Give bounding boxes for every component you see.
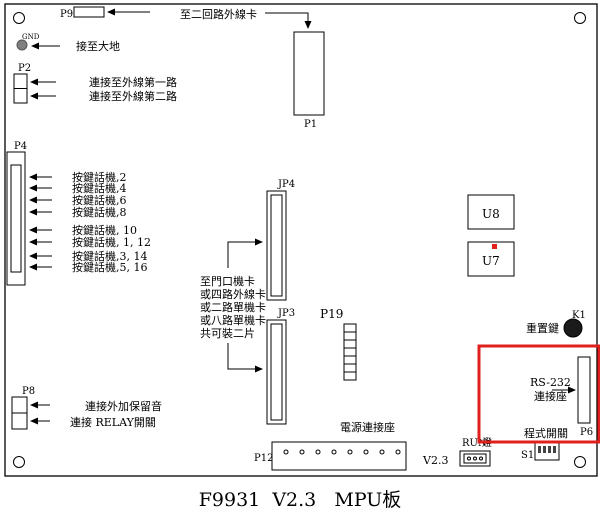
p12-label: P12 xyxy=(254,453,273,464)
s1-description: 程式開關 xyxy=(524,427,568,440)
jp-desc-5: 共可裝二片 xyxy=(200,327,255,340)
rs232-highlight-box xyxy=(477,344,600,444)
p4-line-7: 按鍵話機,3, 14 xyxy=(72,249,148,263)
power-description: 電源連接座 xyxy=(340,420,395,434)
p6-label: P6 xyxy=(580,427,593,438)
u7-chip xyxy=(467,241,515,277)
u8-chip xyxy=(467,194,515,230)
board-version-mark: V2.3 xyxy=(422,454,448,467)
rs232-line-2: 連接座 xyxy=(534,389,567,403)
p2-label: P2 xyxy=(18,63,31,74)
p4-label: P4 xyxy=(14,141,27,152)
p4-line-1: 按鍵話機,2 xyxy=(72,170,127,184)
k1-reset-button xyxy=(563,318,583,338)
p12-pins xyxy=(283,449,401,455)
p4-line-5: 按鍵話機, 10 xyxy=(72,223,137,237)
p4-line-2: 按鍵話機,4 xyxy=(72,181,127,195)
run-led-connector xyxy=(459,450,491,467)
mounting-hole xyxy=(574,456,586,468)
u7-label: U7 xyxy=(482,254,500,268)
mounting-hole xyxy=(13,456,25,468)
p9-description: 至二回路外線卡 xyxy=(180,7,257,21)
p4-connector xyxy=(6,151,26,286)
p2-line-2: 連接至外線第二路 xyxy=(89,89,177,103)
p8-label: P8 xyxy=(22,386,35,397)
s1-switch-levers xyxy=(538,446,556,453)
mounting-hole xyxy=(574,12,586,24)
jp4-label: JP4 xyxy=(277,179,295,190)
p4-line-4: 按鍵話機,8 xyxy=(72,205,127,219)
p4-line-8: 按鍵話機,5, 16 xyxy=(72,260,148,274)
board-outline xyxy=(4,3,598,477)
jp4-arrow xyxy=(227,238,263,268)
jp3-label: JP3 xyxy=(277,308,295,319)
jp-desc-4: 或八路單機卡 xyxy=(200,313,266,327)
gnd-description: 接至大地 xyxy=(76,39,120,53)
p1-connector xyxy=(293,31,325,116)
p8-line-1: 連接外加保留音 xyxy=(85,399,162,413)
p4-line-6: 按鍵話機, 1, 12 xyxy=(72,235,151,249)
p19-pins xyxy=(343,323,357,381)
jp4-connector xyxy=(266,190,287,301)
diagram-caption: F9931 V2.3 MPU板 xyxy=(199,489,402,511)
jp3-arrow xyxy=(227,343,263,373)
gnd-label: GND xyxy=(22,33,40,41)
p1-arrow xyxy=(265,12,312,29)
p1-label: P1 xyxy=(304,119,317,130)
p12-connector xyxy=(271,441,407,471)
p9-label: P9 xyxy=(60,9,73,20)
rs232-line-1: RS-232 xyxy=(530,376,571,389)
p9-connector xyxy=(73,6,105,18)
k1-label: K1 xyxy=(572,310,586,321)
jp-desc-3: 或二路單機卡 xyxy=(200,300,266,314)
u8-label: U8 xyxy=(482,207,500,221)
k1-description: 重置鍵 xyxy=(526,321,559,335)
p6-connector xyxy=(577,356,591,424)
p8-line-2: 連接 RELAY開關 xyxy=(70,415,156,429)
mounting-hole xyxy=(13,12,25,24)
jp-desc-1: 至門口機卡 xyxy=(200,274,255,288)
p4-line-3: 按鍵話機,6 xyxy=(72,193,127,207)
gnd-terminal xyxy=(16,39,28,51)
p2-line-1: 連接至外線第一路 xyxy=(89,75,177,89)
u7-led xyxy=(492,244,497,249)
jp-desc-2: 或四路外線卡 xyxy=(200,287,266,301)
p19-label: P19 xyxy=(320,307,343,321)
p4-arrows xyxy=(29,173,52,271)
run-label: RUN xyxy=(462,438,487,449)
jp3-connector xyxy=(266,319,287,425)
s1-label: S1 xyxy=(521,450,534,461)
